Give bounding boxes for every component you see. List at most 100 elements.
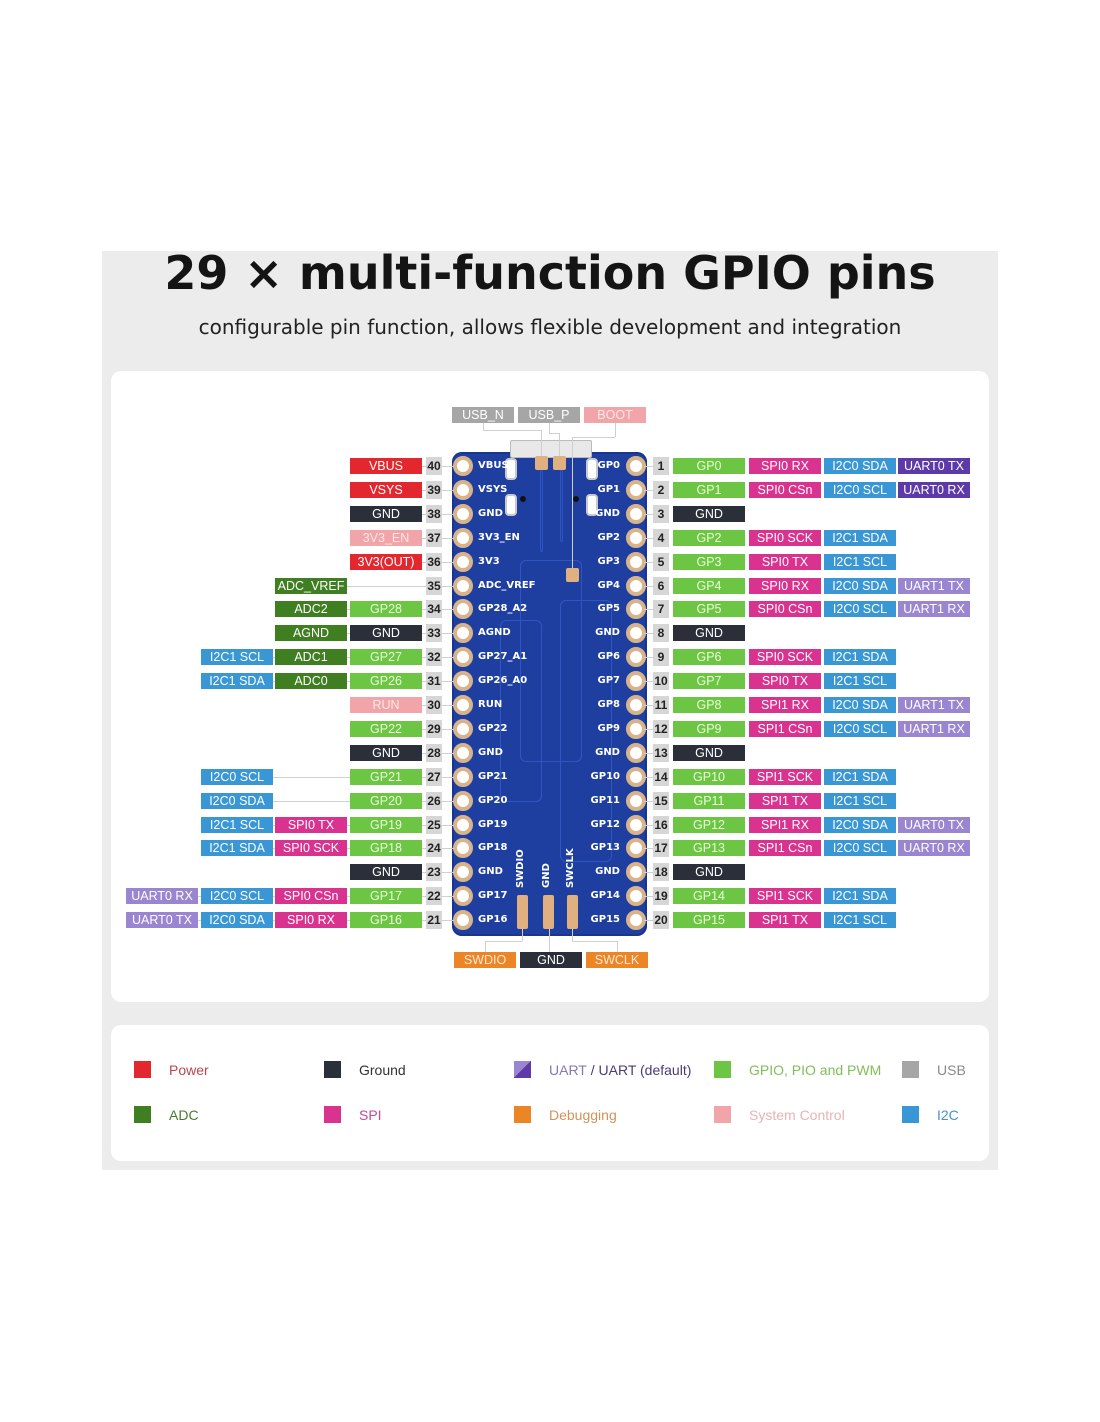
pin-pad [626, 671, 646, 692]
pin-pad [453, 766, 473, 787]
pin-wire [442, 705, 454, 706]
pin-pad [626, 527, 646, 548]
label-wire [422, 872, 426, 874]
board-pin-label: GP20 [478, 794, 508, 806]
swdio-wire [522, 929, 523, 941]
pin-label-i2c: I2C0 SCL [201, 888, 273, 905]
pin-wire [644, 752, 654, 754]
pin-label-gpio: GP0 [673, 458, 745, 474]
board-pin-label: GP4 [597, 579, 621, 591]
legend-label: System Control [749, 1106, 845, 1123]
board-pin-label: GP14 [590, 890, 620, 902]
pin-number: 7 [653, 600, 669, 619]
label-wire [347, 609, 350, 611]
label-wire [422, 824, 426, 826]
pin-wire [644, 537, 654, 539]
mount-slot [586, 458, 598, 480]
pin-wire [442, 513, 454, 515]
pin-label-uart: UART0 RX [126, 888, 198, 905]
pin-number: 8 [653, 624, 669, 643]
label-wire [422, 776, 426, 778]
board-pin-label: GP3 [597, 555, 621, 567]
board-pin-label: GP15 [590, 914, 620, 926]
pin-label-i2c: I2C1 SDA [824, 649, 896, 666]
pin-pad [626, 910, 646, 931]
legend-label: SPI [359, 1106, 382, 1123]
legend-label: Power [169, 1061, 209, 1078]
pin-number: 21 [426, 911, 442, 930]
mount-slot [505, 458, 517, 480]
usb-n-wire [483, 423, 484, 431]
board-pin-label: ADC_VREF [478, 579, 536, 591]
bottom-label-debug: SWCLK [586, 952, 648, 968]
pin-label-spi: SPI0 SCK [749, 649, 821, 666]
pin-label-i2c: I2C0 SDA [824, 816, 896, 833]
pin-wire [442, 728, 454, 730]
pin-pad [626, 814, 646, 835]
pin-wire [442, 466, 454, 467]
board-pin-label: GP18 [478, 842, 508, 854]
pin-wire [442, 489, 454, 491]
legend-item-debug: Debugging [514, 1106, 617, 1123]
pin-number: 40 [426, 457, 442, 475]
label-wire [422, 561, 426, 563]
pcb-board [452, 452, 647, 936]
pin-number: 34 [426, 600, 442, 619]
pin-label-gpio: GP11 [673, 792, 745, 809]
pin-wire [644, 872, 654, 874]
pin-pad [453, 527, 473, 548]
pin-number: 3 [653, 504, 669, 523]
pin-label-gpio: GP3 [673, 553, 745, 570]
board-pin-label: RUN [478, 699, 503, 710]
pin-number: 2 [653, 480, 669, 499]
pin-label-i2c: I2C0 SCL [824, 720, 896, 737]
pin-label-spi: SPI1 CSn [749, 720, 821, 737]
board-pin-label: 3V3 [478, 555, 500, 567]
pin-label-i2c: I2C0 SCL [824, 601, 896, 618]
pin-wire [442, 585, 454, 587]
pin-label-spi: SPI0 RX [749, 458, 821, 474]
pin-label-i2c: I2C1 SDA [201, 673, 273, 690]
legend-item-spi: SPI [324, 1106, 382, 1123]
pin-label-adc: ADC_VREF [275, 577, 347, 594]
legend-label: UART [549, 1061, 587, 1078]
boot-pad [566, 568, 579, 582]
label-wire [273, 848, 275, 850]
pin-label-gpio: GP5 [673, 601, 745, 618]
debug-pad [517, 895, 528, 929]
pin-pad [453, 910, 473, 931]
pin-number: 6 [653, 576, 669, 595]
pin-wire [442, 848, 454, 850]
pin-label-i2c: I2C0 SDA [201, 912, 273, 929]
pin-label-power: VBUS [350, 458, 422, 474]
pin-pad [453, 742, 473, 763]
pin-pad [453, 456, 473, 476]
board-pin-label: VSYS [478, 483, 508, 495]
pin-wire [644, 657, 654, 659]
pin-pad [453, 551, 473, 572]
pin-number: 11 [653, 696, 669, 714]
pin-number: 38 [426, 504, 442, 523]
pin-pad [453, 862, 473, 883]
legend-item-power: Power [134, 1061, 209, 1078]
pin-label-gpio: GP22 [350, 720, 422, 737]
legend-swatch [134, 1061, 151, 1078]
label-wire [273, 824, 275, 826]
usb-p-wire [549, 423, 550, 433]
pin-label-gpio: GP18 [350, 840, 422, 857]
board-pin-label: VBUS [478, 460, 509, 471]
board-pin-label: GP22 [478, 722, 508, 734]
pin-label-ground: GND [673, 744, 745, 761]
board-pin-label: GP11 [590, 794, 620, 806]
pin-pad [626, 718, 646, 739]
pin-label-i2c: I2C0 SCL [824, 840, 896, 857]
pin-number: 4 [653, 528, 669, 547]
pin-label-i2c: I2C0 SCL [201, 768, 273, 785]
pin-label-uart: UART1 TX [898, 577, 970, 594]
page-title: 29 × multi-function GPIO pins [164, 246, 936, 300]
debug-pad-label: GND [541, 863, 552, 888]
pin-pad [453, 718, 473, 739]
pin-number: 19 [653, 887, 669, 906]
legend-item-system: System Control [714, 1106, 845, 1123]
pin-label-ground: GND [350, 505, 422, 522]
